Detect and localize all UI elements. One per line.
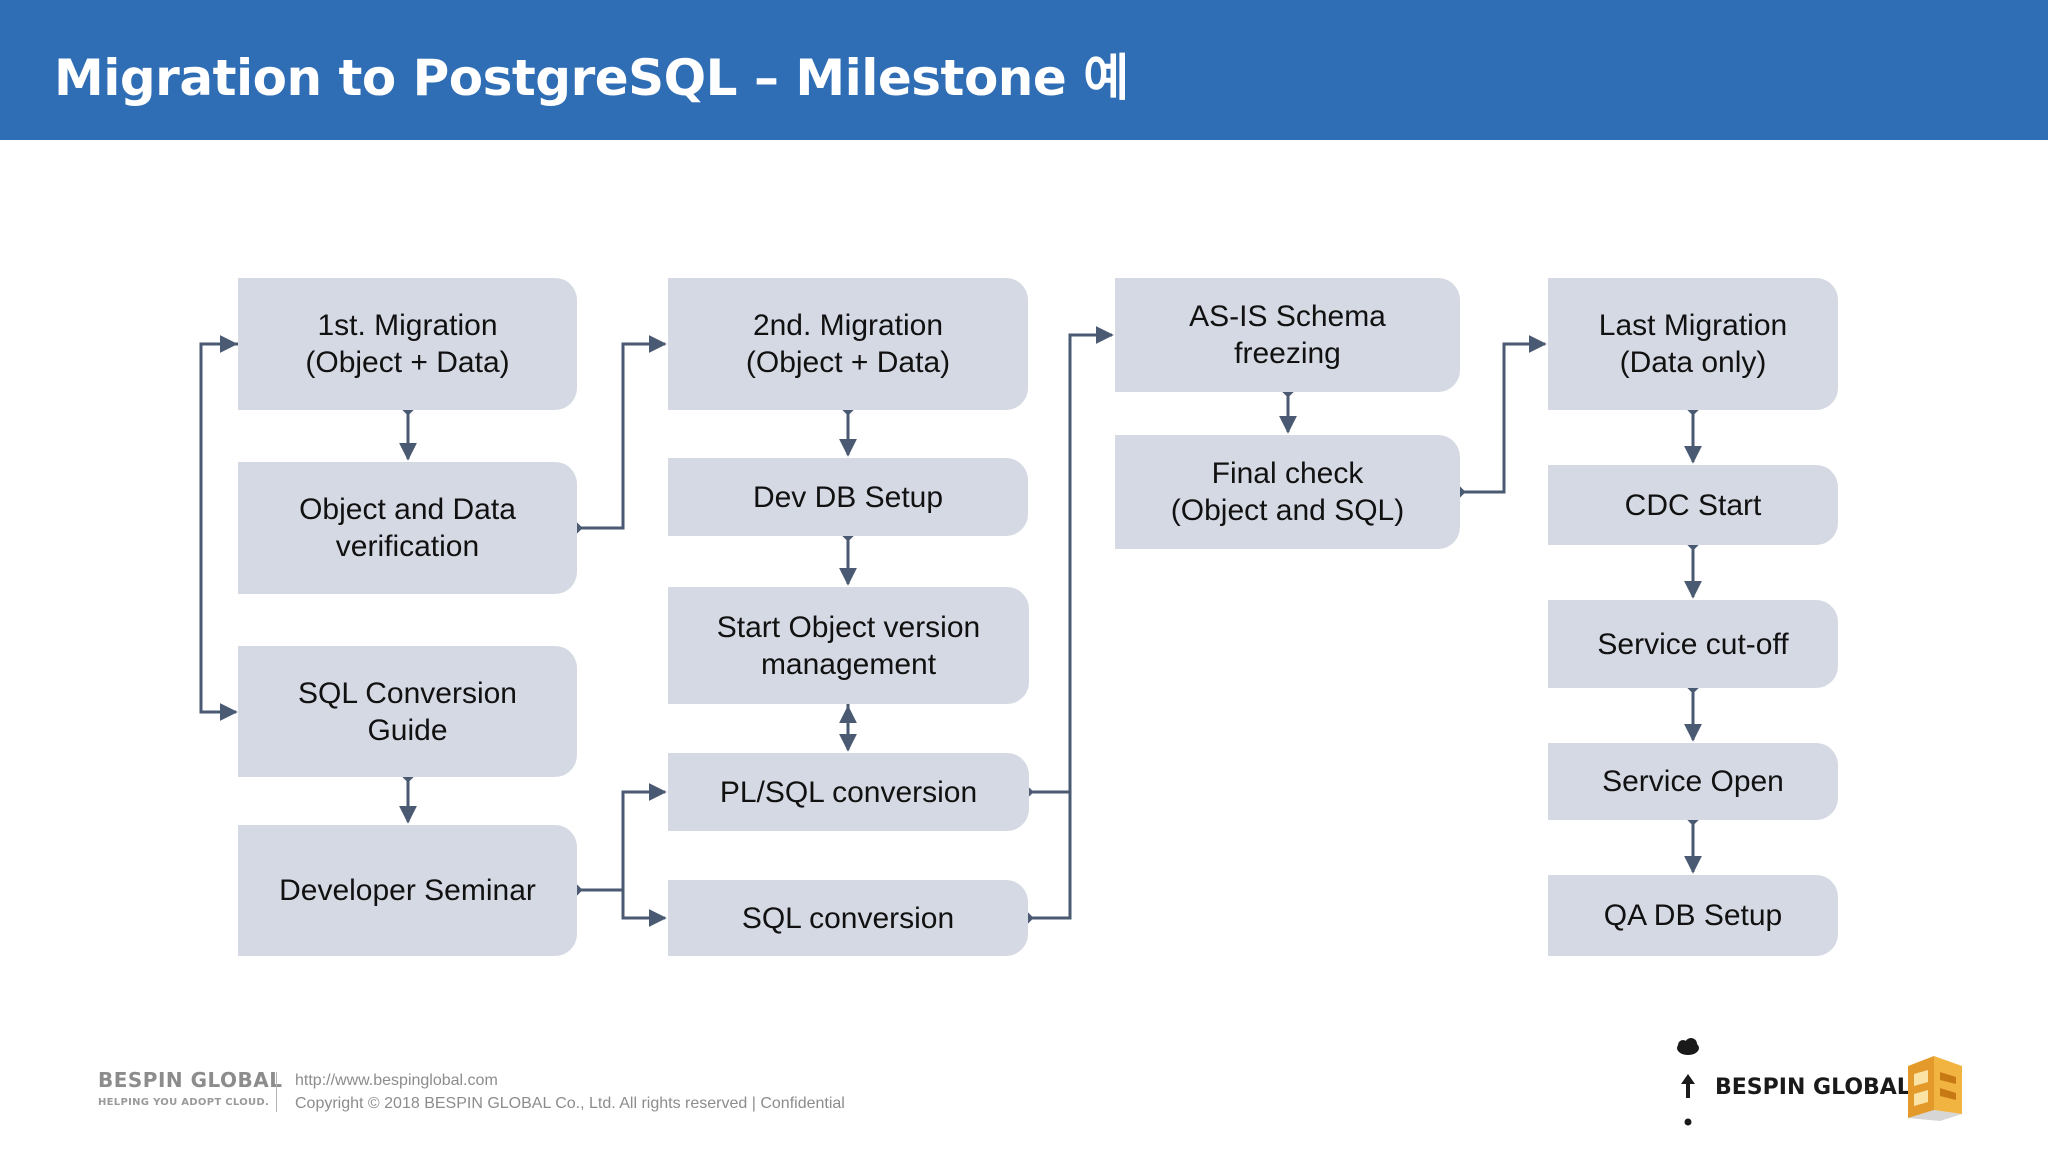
step-object-version-management: Start Object version management xyxy=(668,587,1029,704)
step-label: AS-IS Schema freezing xyxy=(1189,300,1386,370)
footer-url-link[interactable]: http://www.bespinglobal.com xyxy=(295,1072,498,1089)
page-title: Migration to PostgreSQL – Milestone 예 xyxy=(54,49,1129,107)
cube-logo-icon xyxy=(1908,1056,1962,1121)
step-label: Final check (Object and SQL) xyxy=(1170,457,1405,527)
footer-tagline: HELPING YOU ADOPT CLOUD. xyxy=(98,1097,270,1108)
step-service-open: Service Open xyxy=(1548,743,1838,820)
step-object-data-verification: Object and Data verification xyxy=(238,462,577,594)
connector-line xyxy=(1460,335,1547,494)
connector-line xyxy=(1028,326,1114,794)
footer-copyright: Copyright © 2018 BESPIN GLOBAL Co., Ltd.… xyxy=(295,1095,845,1112)
step-first-migration: 1st. Migration (Object + Data) xyxy=(238,278,577,410)
connector-line xyxy=(199,342,240,721)
step-label: Start Object version management xyxy=(716,610,981,681)
step-label: Service Open xyxy=(1602,765,1784,798)
step-cdc-start: CDC Start xyxy=(1548,465,1838,545)
connector-line xyxy=(577,335,667,530)
step-label: QA DB Setup xyxy=(1603,899,1783,932)
brand-logo-text: BESPIN GLOBAL xyxy=(1715,1075,1911,1100)
step-label: Object and Data verification xyxy=(299,493,516,563)
step-qa-db-setup: QA DB Setup xyxy=(1548,875,1838,956)
step-last-migration: Last Migration (Data only) xyxy=(1548,278,1838,410)
header-bar: Migration to PostgreSQL – Milestone 예 xyxy=(0,0,2048,140)
step-label: Last Migration (Data only) xyxy=(1598,309,1788,379)
step-label: 1st. Migration (Object + Data) xyxy=(305,309,510,379)
bespin-mark-icon xyxy=(1677,1038,1699,1126)
step-label: CDC Start xyxy=(1624,488,1762,522)
step-label: SQL Conversion Guide xyxy=(298,676,517,747)
step-label: Dev DB Setup xyxy=(752,480,944,514)
step-final-check: Final check (Object and SQL) xyxy=(1115,435,1460,549)
footer-brand: BESPIN GLOBAL xyxy=(98,1068,283,1092)
connector-line xyxy=(621,890,667,927)
step-service-cutoff: Service cut-off xyxy=(1548,600,1838,688)
step-dev-db-setup: Dev DB Setup xyxy=(668,458,1028,536)
step-label: SQL conversion xyxy=(741,901,955,935)
step-second-migration: 2nd. Migration (Object + Data) xyxy=(668,278,1028,410)
step-plsql-conversion: PL/SQL conversion xyxy=(668,753,1029,831)
step-sql-conversion-guide: SQL Conversion Guide xyxy=(238,646,577,777)
footer-divider xyxy=(276,1072,277,1112)
step-label: Developer Seminar xyxy=(279,874,536,907)
step-label: PL/SQL conversion xyxy=(719,775,978,809)
connector-line xyxy=(1028,792,1072,920)
step-schema-freezing: AS-IS Schema freezing xyxy=(1115,278,1460,392)
connector-line xyxy=(577,783,667,892)
step-label: 2nd. Migration (Object + Data) xyxy=(745,309,951,379)
step-developer-seminar: Developer Seminar xyxy=(238,825,577,956)
step-label: Service cut-off xyxy=(1597,627,1789,661)
step-sql-conversion: SQL conversion xyxy=(668,880,1028,956)
